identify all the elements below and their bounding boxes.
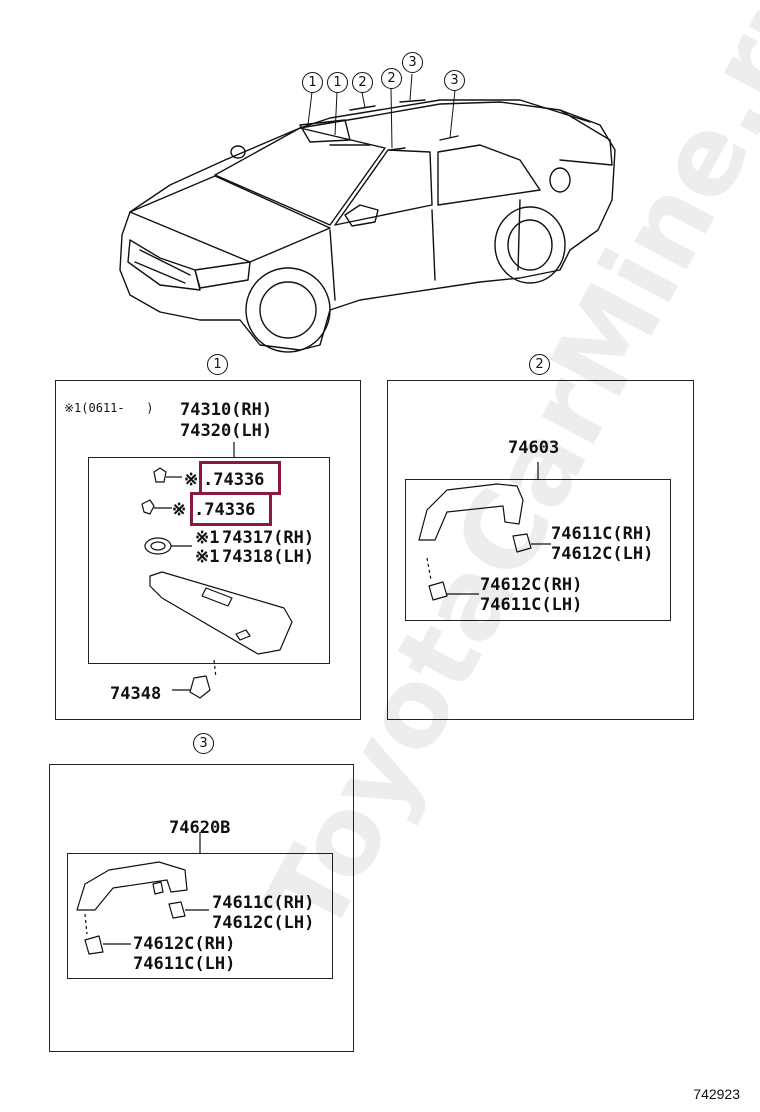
part-74336-b: .74336 xyxy=(194,500,256,520)
assist-grip-drawing-2 xyxy=(418,462,551,601)
section-3-title: 74620B xyxy=(169,818,231,838)
section-2-callout: 2 xyxy=(529,354,550,375)
part-74318: 74318(LH) xyxy=(222,547,315,567)
section-3-part-1: 74611C(RH) xyxy=(212,893,315,913)
part-74317-mark: ※1 xyxy=(195,528,220,548)
section-2-part-3: 74612C(RH) xyxy=(480,575,583,595)
section-3-box xyxy=(49,764,354,1052)
section-1-title-lh: 74320(LH) xyxy=(180,421,273,441)
section-3-part-2: 74612C(LH) xyxy=(212,913,315,933)
part-74336-mark-b: ※ xyxy=(172,500,187,520)
section-3-part-4: 74611C(LH) xyxy=(133,954,236,974)
highlight-74336-b xyxy=(190,492,272,526)
part-74336-a: .74336 xyxy=(203,470,265,490)
car-callout-1a: 1 xyxy=(302,72,323,93)
sun-visor-drawing xyxy=(141,442,293,699)
part-74318-mark: ※1 xyxy=(195,547,220,567)
car-illustration xyxy=(119,73,616,353)
reference-number: 742923 xyxy=(693,1086,740,1102)
car-callout-2b: 2 xyxy=(381,68,402,89)
part-74348: 74348 xyxy=(110,684,162,704)
section-1-title-rh: 74310(RH) xyxy=(180,400,273,420)
car-callout-3b: 3 xyxy=(444,70,465,91)
section-2-box xyxy=(387,380,694,720)
section-2-part-4: 74611C(LH) xyxy=(480,595,583,615)
section-1-box xyxy=(55,380,361,720)
section-2-title: 74603 xyxy=(508,438,560,458)
car-callout-3a: 3 xyxy=(402,52,423,73)
section-1-subbox xyxy=(88,457,330,664)
car-callout-2a: 2 xyxy=(352,72,373,93)
part-74317: 74317(RH) xyxy=(222,528,315,548)
section-3-callout: 3 xyxy=(193,733,214,754)
car-callout-1b: 1 xyxy=(327,72,348,93)
section-1-note: ※1(0611- ) xyxy=(64,401,154,415)
section-2-part-2: 74612C(LH) xyxy=(551,544,654,564)
section-1-callout: 1 xyxy=(207,354,228,375)
assist-grip-drawing-3 xyxy=(76,832,209,955)
section-2-part-1: 74611C(RH) xyxy=(551,524,654,544)
part-74336-mark-a: ※ xyxy=(184,470,199,490)
section-3-part-3: 74612C(RH) xyxy=(133,934,236,954)
